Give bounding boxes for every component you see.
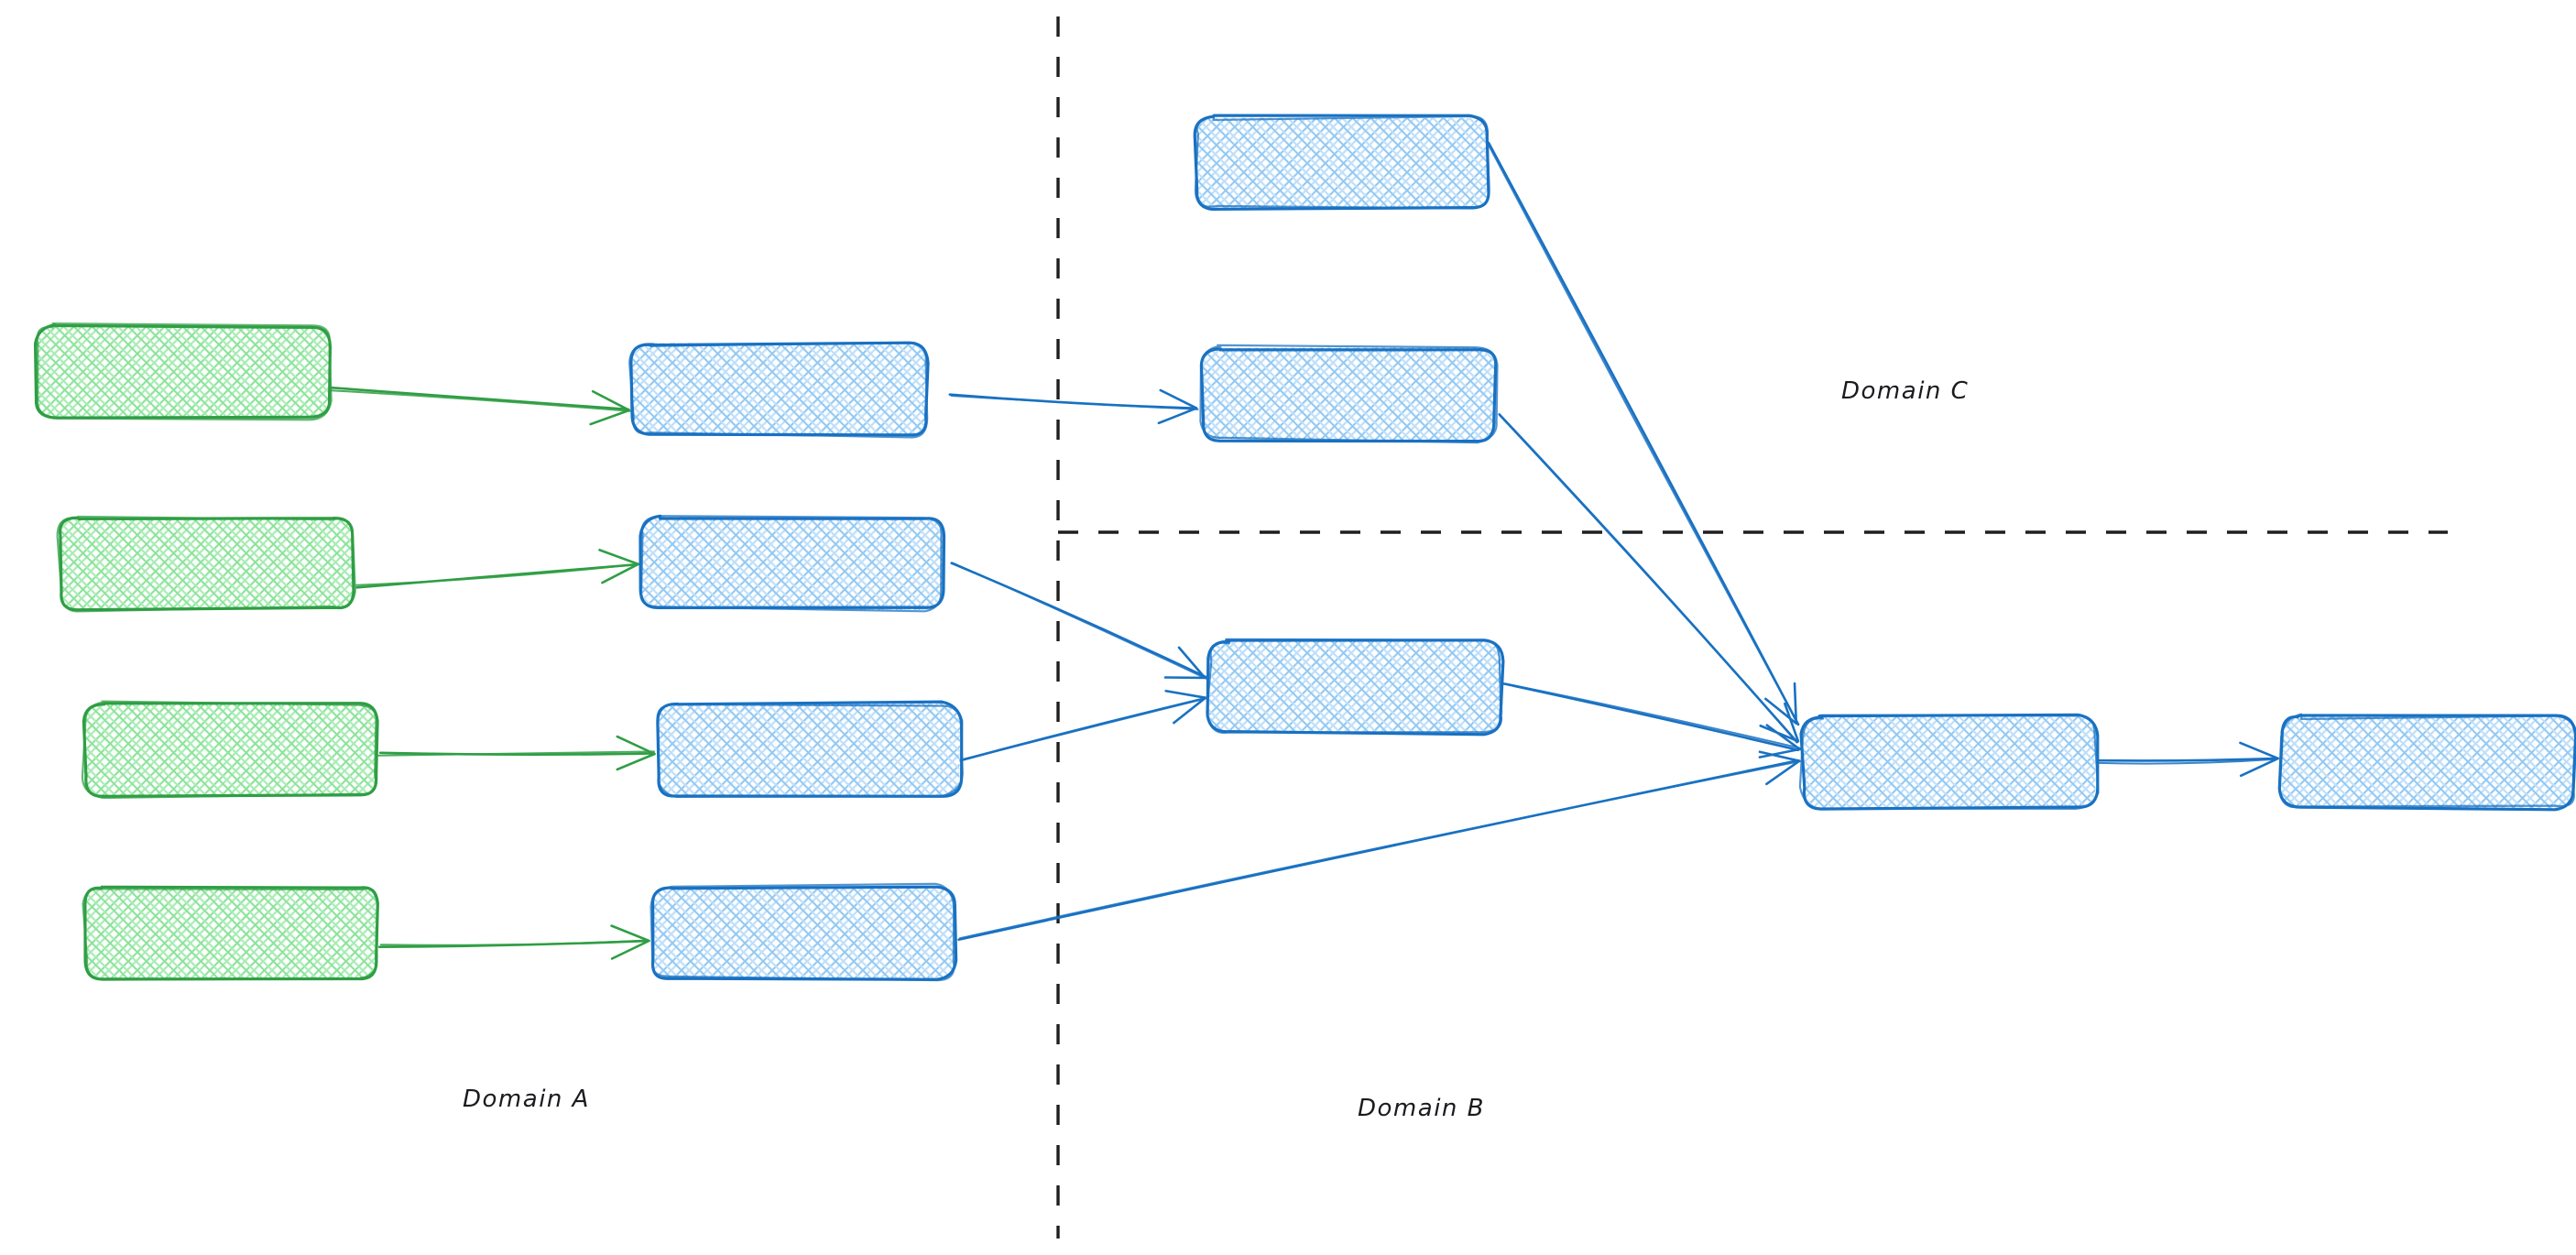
node-box[interactable] (639, 514, 946, 613)
domain-label-domain-a: Domain A (463, 1086, 590, 1113)
edge-arrow (1487, 141, 1800, 726)
node-box[interactable] (1193, 114, 1490, 212)
edge-arrow (951, 689, 1207, 763)
divider-layer (1056, 16, 2448, 1239)
node-box[interactable] (1206, 638, 1505, 737)
edge-arrow (957, 750, 1802, 942)
edge-layer (329, 141, 2280, 960)
edge-arrow (950, 562, 1208, 681)
node-box[interactable] (56, 515, 356, 613)
edge-arrow (948, 388, 1199, 425)
domain-label-domain-b: Domain B (1358, 1095, 1485, 1122)
domain-label-domain-c: Domain C (1841, 377, 1970, 405)
edge-arrow (329, 386, 631, 426)
edge-arrow (377, 924, 650, 960)
node-box[interactable] (81, 700, 379, 800)
edge-arrow (2096, 741, 2280, 778)
node-box[interactable] (1199, 344, 1499, 444)
node-box[interactable] (628, 341, 930, 439)
node-box[interactable] (656, 700, 964, 798)
node-box[interactable] (2277, 713, 2576, 812)
node-box[interactable] (649, 882, 958, 982)
edge-arrow (1501, 682, 1802, 758)
node-box[interactable] (33, 322, 333, 421)
node-layer (33, 114, 2576, 982)
edge-arrow (355, 549, 640, 589)
node-box[interactable] (1798, 713, 2100, 811)
node-box[interactable] (82, 885, 379, 981)
edge-arrow (377, 735, 656, 771)
